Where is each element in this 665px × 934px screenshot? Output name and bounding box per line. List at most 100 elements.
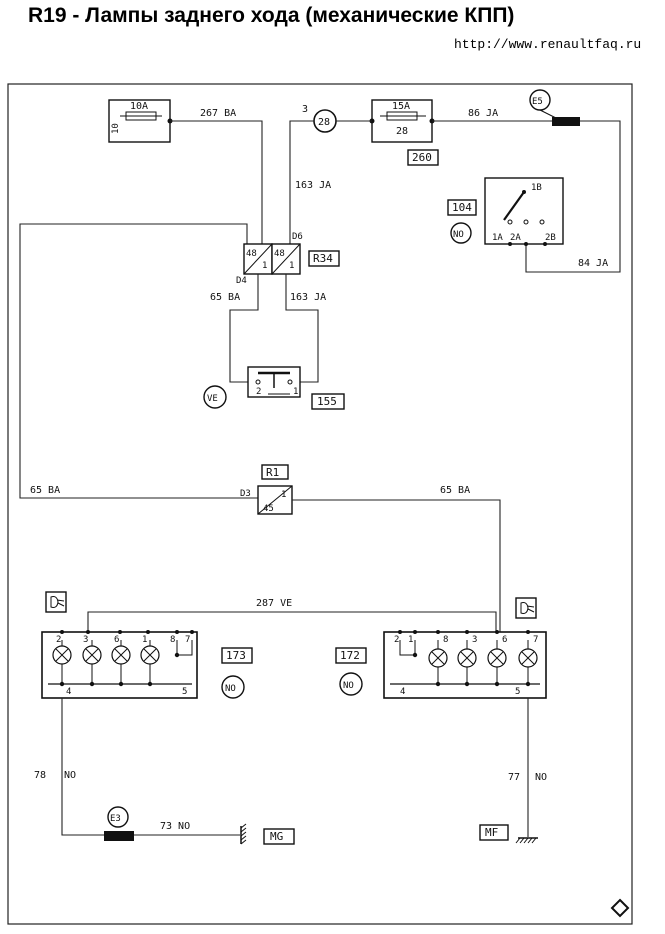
pin-28-circle: 28 3 bbox=[302, 104, 337, 133]
switch-104: 1B 1A 2A 2B bbox=[484, 177, 564, 246]
wire-267-ba bbox=[170, 120, 263, 244]
svg-text:173: 173 bbox=[226, 649, 246, 662]
fuse-10a-number: 10 bbox=[111, 123, 121, 134]
svg-text:E3: E3 bbox=[110, 814, 121, 824]
fuse-15a-number: 28 bbox=[396, 126, 408, 137]
svg-text:NO: NO bbox=[343, 681, 354, 691]
svg-text:45: 45 bbox=[263, 504, 274, 514]
wire-65-left-label: 65 BA bbox=[30, 485, 60, 496]
svg-text:8: 8 bbox=[443, 635, 448, 645]
lamp-unit-172-color: NO bbox=[339, 672, 363, 696]
wire-287-label: 287 VE bbox=[256, 598, 292, 609]
svg-text:1: 1 bbox=[142, 635, 147, 645]
svg-text:D3: D3 bbox=[240, 489, 251, 499]
lamp-172-bulbs bbox=[428, 648, 538, 668]
svg-text:R1: R1 bbox=[266, 466, 279, 479]
lamp-unit-173-color: NO bbox=[221, 675, 245, 699]
svg-text:1B: 1B bbox=[531, 183, 542, 193]
svg-text:5: 5 bbox=[515, 687, 520, 697]
fuse-box-260: 260 bbox=[407, 149, 439, 166]
svg-text:MF: MF bbox=[485, 826, 498, 839]
fuse-10a: 10A 10 bbox=[108, 99, 173, 143]
connector-e5: E5 bbox=[529, 89, 580, 126]
lamp-unit-173: 2 3 6 1 8 7 4 5 bbox=[41, 630, 198, 699]
switch-155-id: 155 bbox=[311, 393, 345, 410]
svg-text:4: 4 bbox=[400, 687, 405, 697]
wire-65-ba-left bbox=[19, 223, 258, 499]
wire-78-color: NO bbox=[64, 770, 76, 781]
svg-text:5: 5 bbox=[182, 687, 187, 697]
switch-104-color: NO bbox=[450, 222, 472, 244]
svg-text:4: 4 bbox=[66, 687, 71, 697]
svg-text:VE: VE bbox=[207, 394, 218, 404]
ground-mf-icon bbox=[515, 837, 538, 844]
wire-77-color: NO bbox=[535, 772, 547, 783]
svg-text:D6: D6 bbox=[292, 232, 303, 242]
wire-78-label: 78 bbox=[34, 770, 46, 781]
svg-text:2A: 2A bbox=[510, 233, 521, 243]
wire-84-label: 84 JA bbox=[578, 258, 608, 269]
wire-65-right-label: 65 BA bbox=[440, 485, 470, 496]
connector-e3: E3 bbox=[104, 806, 134, 841]
svg-text:2: 2 bbox=[256, 387, 261, 397]
ground-mf-label: MF bbox=[479, 824, 509, 841]
svg-text:3: 3 bbox=[83, 635, 88, 645]
lamp-unit-172-id: 172 bbox=[335, 647, 367, 664]
svg-text:NO: NO bbox=[225, 684, 236, 694]
svg-text:172: 172 bbox=[340, 649, 360, 662]
svg-text:E5: E5 bbox=[532, 97, 543, 107]
svg-text:3: 3 bbox=[472, 635, 477, 645]
fuse-10a-rating: 10A bbox=[130, 101, 148, 112]
pin-3-label: 3 bbox=[302, 104, 308, 115]
svg-text:NO: NO bbox=[453, 230, 464, 240]
wire-86-label: 86 JA bbox=[468, 108, 498, 119]
svg-text:1: 1 bbox=[293, 387, 298, 397]
svg-text:D4: D4 bbox=[236, 276, 247, 286]
svg-text:7: 7 bbox=[533, 635, 538, 645]
wire-84-ja bbox=[525, 120, 621, 273]
svg-text:1: 1 bbox=[289, 261, 294, 271]
rear-lamp-left-icon bbox=[45, 591, 67, 613]
corner-diamond-icon bbox=[610, 898, 630, 918]
svg-text:2B: 2B bbox=[545, 233, 556, 243]
svg-text:260: 260 bbox=[412, 151, 432, 164]
source-url[interactable]: http://www.renaultfaq.ru bbox=[454, 37, 642, 52]
svg-text:28: 28 bbox=[318, 117, 330, 128]
svg-text:1A: 1A bbox=[492, 233, 503, 243]
svg-text:6: 6 bbox=[114, 635, 119, 645]
wire-267-label: 267 BA bbox=[200, 108, 236, 119]
wire-65-switch-label: 65 BA bbox=[210, 292, 240, 303]
svg-text:6: 6 bbox=[502, 635, 507, 645]
svg-text:2: 2 bbox=[56, 635, 61, 645]
wire-163-ja-switch bbox=[285, 274, 319, 383]
svg-text:8: 8 bbox=[170, 635, 175, 645]
switch-104-id: 104 bbox=[447, 199, 477, 216]
wire-65-ba-switch bbox=[229, 274, 259, 383]
page-title: R19 - Лампы заднего хода (механические К… bbox=[28, 4, 515, 27]
diagram-frame bbox=[7, 83, 633, 925]
wire-287-ve bbox=[87, 611, 497, 632]
fuse-15a: 15A 28 bbox=[369, 99, 435, 143]
wire-65-ba-right bbox=[292, 499, 501, 632]
lamp-unit-172: 2 1 8 3 6 7 4 5 bbox=[383, 630, 547, 699]
svg-text:1: 1 bbox=[281, 490, 286, 500]
svg-text:155: 155 bbox=[317, 395, 337, 408]
ground-mg-label: MG bbox=[263, 828, 295, 845]
rear-lamp-right-icon bbox=[515, 597, 537, 619]
svg-text:48: 48 bbox=[246, 249, 257, 259]
svg-text:48: 48 bbox=[274, 249, 285, 259]
wire-78-no bbox=[61, 698, 104, 836]
switch-155: 2 1 bbox=[247, 366, 301, 398]
wire-163-switch-label: 163 JA bbox=[290, 292, 326, 303]
ground-mg-icon bbox=[240, 823, 247, 845]
wire-163-upper-label: 163 JA bbox=[295, 180, 331, 191]
svg-text:104: 104 bbox=[452, 201, 472, 214]
connector-r1-id: R1 bbox=[261, 464, 289, 480]
lamp-unit-173-id: 173 bbox=[221, 647, 253, 664]
wire-77-label: 77 bbox=[508, 772, 520, 783]
svg-text:1: 1 bbox=[408, 635, 413, 645]
svg-text:2: 2 bbox=[394, 635, 399, 645]
wire-163-ja-upper bbox=[289, 120, 314, 244]
relay-r34-id: R34 bbox=[308, 250, 340, 267]
switch-155-color: VE bbox=[203, 385, 227, 409]
